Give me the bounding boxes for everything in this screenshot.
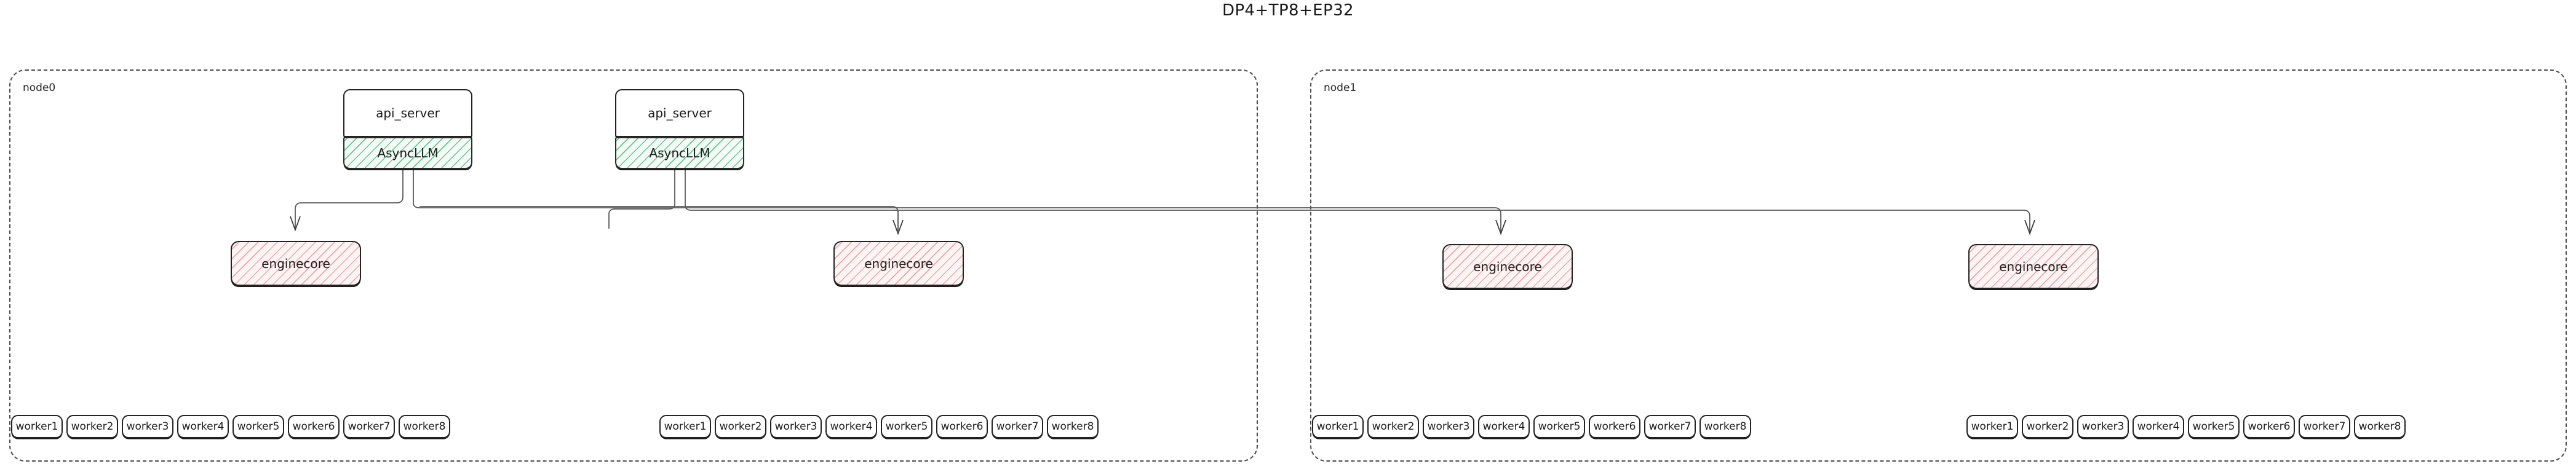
- worker-box-g1-4-label: worker4: [181, 420, 225, 433]
- asyncllm-box-2[interactable]: AsyncLLM: [615, 137, 744, 169]
- worker-box-g1-8-label: worker8: [403, 420, 446, 433]
- worker-box-g4-8[interactable]: worker8: [2354, 415, 2406, 438]
- worker-box-g1-1-label: worker1: [15, 420, 58, 433]
- worker-box-g2-8-label: worker8: [1051, 420, 1094, 433]
- api-server-box-2-label: api_server: [648, 106, 712, 120]
- worker-box-g2-6-label: worker6: [940, 420, 984, 433]
- worker-box-g3-7[interactable]: worker7: [1644, 415, 1696, 438]
- worker-box-g2-5[interactable]: worker5: [881, 415, 932, 438]
- worker-box-g4-5-label: worker5: [2192, 420, 2235, 433]
- worker-box-g4-4-label: worker4: [2137, 420, 2180, 433]
- worker-box-g2-4[interactable]: worker4: [825, 415, 877, 438]
- enginecore-box-1[interactable]: enginecore: [231, 241, 361, 286]
- enginecore-box-2[interactable]: enginecore: [833, 241, 964, 286]
- worker-box-g3-1-label: worker1: [1316, 420, 1359, 433]
- worker-box-g1-8[interactable]: worker8: [399, 415, 450, 438]
- worker-box-g1-3[interactable]: worker3: [122, 415, 173, 438]
- api-server-box-2[interactable]: api_server: [615, 89, 744, 137]
- worker-box-g3-8[interactable]: worker8: [1699, 415, 1751, 438]
- worker-box-g1-2[interactable]: worker2: [66, 415, 118, 438]
- worker-box-g4-8-label: worker8: [2358, 420, 2401, 433]
- worker-box-g2-2-label: worker2: [719, 420, 762, 433]
- worker-box-g3-2[interactable]: worker2: [1367, 415, 1419, 438]
- worker-box-g1-2-label: worker2: [71, 420, 114, 433]
- enginecore-box-4-label: enginecore: [1999, 259, 2068, 274]
- worker-box-g3-7-label: worker7: [1648, 420, 1691, 433]
- worker-box-g2-1-label: worker1: [664, 420, 707, 433]
- worker-box-g4-1-label: worker1: [1971, 420, 2014, 433]
- worker-box-g4-5[interactable]: worker5: [2188, 415, 2240, 438]
- worker-box-g1-5[interactable]: worker5: [233, 415, 284, 438]
- node-container-node1: [1310, 69, 2567, 462]
- worker-box-g4-7-label: worker7: [2303, 420, 2346, 433]
- enginecore-box-3-label: enginecore: [1473, 259, 1542, 274]
- enginecore-box-3[interactable]: enginecore: [1442, 244, 1573, 289]
- api-server-box-1-label: api_server: [376, 106, 440, 120]
- api-server-box-1[interactable]: api_server: [343, 89, 472, 137]
- worker-box-g3-8-label: worker8: [1704, 420, 1747, 433]
- worker-box-g1-7-label: worker7: [348, 420, 391, 433]
- worker-box-g1-1[interactable]: worker1: [11, 415, 63, 438]
- worker-box-g2-7-label: worker7: [996, 420, 1039, 433]
- node-container-node0: [9, 69, 1258, 462]
- worker-box-g3-5[interactable]: worker5: [1533, 415, 1585, 438]
- worker-box-g1-6-label: worker6: [292, 420, 335, 433]
- worker-box-g4-3[interactable]: worker3: [2077, 415, 2129, 438]
- page-title: DP4+TP8+EP32: [1222, 1, 1354, 20]
- worker-box-g2-4-label: worker4: [830, 420, 873, 433]
- enginecore-box-4[interactable]: enginecore: [1968, 244, 2099, 289]
- worker-box-g3-6[interactable]: worker6: [1589, 415, 1640, 438]
- worker-box-g2-3[interactable]: worker3: [770, 415, 822, 438]
- worker-box-g1-7[interactable]: worker7: [343, 415, 395, 438]
- worker-box-g1-6[interactable]: worker6: [288, 415, 340, 438]
- worker-box-g2-1[interactable]: worker1: [659, 415, 711, 438]
- worker-box-g3-4[interactable]: worker4: [1478, 415, 1530, 438]
- worker-box-g2-7[interactable]: worker7: [992, 415, 1043, 438]
- worker-box-g3-6-label: worker6: [1593, 420, 1636, 433]
- enginecore-box-1-label: enginecore: [261, 256, 330, 271]
- worker-box-g4-4[interactable]: worker4: [2133, 415, 2184, 438]
- worker-box-g3-3[interactable]: worker3: [1423, 415, 1474, 438]
- worker-box-g2-2[interactable]: worker2: [715, 415, 766, 438]
- worker-box-g2-3-label: worker3: [774, 420, 817, 433]
- asyncllm-box-2-label: AsyncLLM: [649, 146, 710, 160]
- worker-box-g4-6[interactable]: worker6: [2243, 415, 2295, 438]
- asyncllm-box-1[interactable]: AsyncLLM: [343, 137, 472, 169]
- worker-box-g3-5-label: worker5: [1538, 420, 1581, 433]
- worker-box-g1-5-label: worker5: [237, 420, 280, 433]
- worker-box-g1-3-label: worker3: [126, 420, 169, 433]
- worker-box-g4-1[interactable]: worker1: [1966, 415, 2018, 438]
- worker-box-g3-1[interactable]: worker1: [1312, 415, 1364, 438]
- node-label-node1: node1: [1324, 82, 1357, 94]
- worker-box-g1-4[interactable]: worker4: [177, 415, 229, 438]
- worker-box-g3-2-label: worker2: [1372, 420, 1415, 433]
- worker-box-g4-7[interactable]: worker7: [2299, 415, 2350, 438]
- worker-box-g2-8[interactable]: worker8: [1047, 415, 1099, 438]
- worker-box-g4-3-label: worker3: [2081, 420, 2125, 433]
- enginecore-box-2-label: enginecore: [864, 256, 933, 271]
- worker-box-g2-5-label: worker5: [885, 420, 928, 433]
- worker-box-g4-2[interactable]: worker2: [2022, 415, 2073, 438]
- worker-box-g2-6[interactable]: worker6: [936, 415, 988, 438]
- worker-box-g4-2-label: worker2: [2026, 420, 2069, 433]
- worker-box-g3-4-label: worker4: [1482, 420, 1525, 433]
- node-label-node0: node0: [23, 82, 56, 94]
- asyncllm-box-1-label: AsyncLLM: [377, 146, 439, 160]
- worker-box-g4-6-label: worker6: [2248, 420, 2291, 433]
- worker-box-g3-3-label: worker3: [1427, 420, 1470, 433]
